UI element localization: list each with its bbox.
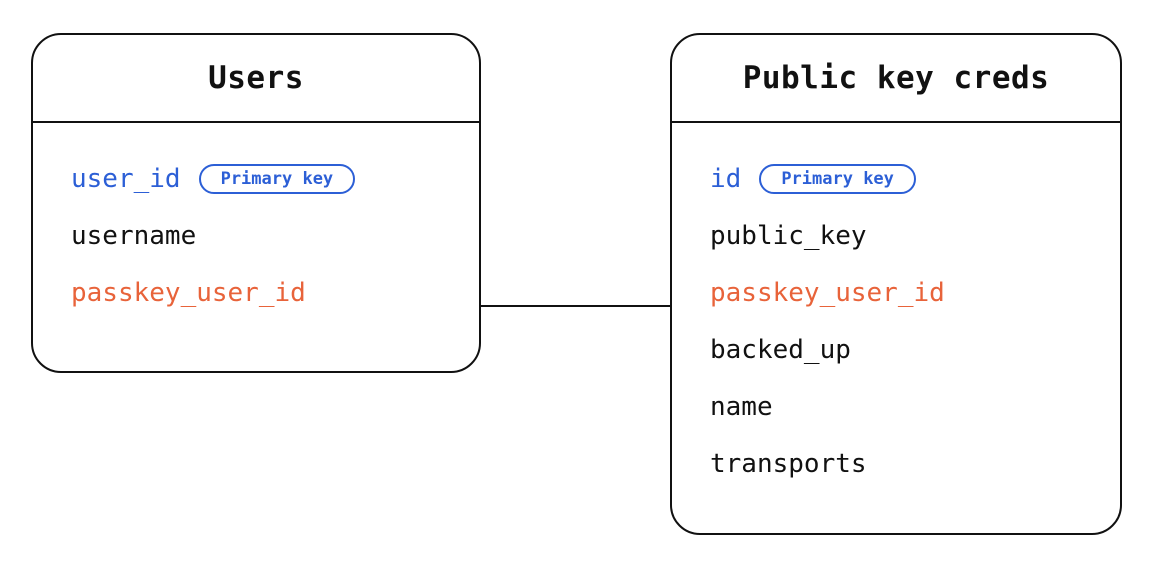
- field-row-public-key[interactable]: public_key: [710, 220, 1120, 252]
- field-row-id[interactable]: id Primary key: [710, 163, 1120, 195]
- entity-users-header: Users: [33, 35, 479, 123]
- field-row-username[interactable]: username: [71, 220, 479, 252]
- field-label-passkey-user-id: passkey_user_id: [71, 278, 306, 308]
- field-label-transports: transports: [710, 449, 867, 479]
- primary-key-badge: Primary key: [198, 164, 356, 194]
- primary-key-badge-label: Primary key: [781, 168, 894, 189]
- field-label-username: username: [71, 221, 197, 251]
- field-row-user-id[interactable]: user_id Primary key: [71, 163, 479, 195]
- entity-public-key-creds-header: Public key creds: [672, 35, 1120, 123]
- field-row-transports[interactable]: transports: [710, 448, 1120, 480]
- entity-public-key-creds[interactable]: Public key creds id Primary key public_k…: [670, 33, 1122, 535]
- field-label-backed-up: backed_up: [710, 335, 851, 365]
- field-row-name[interactable]: name: [710, 391, 1120, 423]
- field-label-passkey-user-id: passkey_user_id: [710, 278, 945, 308]
- entity-public-key-creds-field-list: id Primary key public_key passkey_user_i…: [672, 123, 1120, 480]
- relationship-connector-line: [481, 305, 671, 307]
- entity-public-key-creds-title: Public key creds: [742, 60, 1050, 96]
- primary-key-badge-label: Primary key: [220, 168, 334, 189]
- field-row-passkey-user-id[interactable]: passkey_user_id: [710, 277, 1120, 309]
- field-label-id: id: [710, 164, 742, 194]
- field-label-name: name: [710, 392, 773, 422]
- primary-key-badge: Primary key: [759, 164, 916, 194]
- entity-users-field-list: user_id Primary key username passkey_use…: [33, 123, 479, 309]
- field-row-backed-up[interactable]: backed_up: [710, 334, 1120, 366]
- field-row-passkey-user-id[interactable]: passkey_user_id: [71, 277, 479, 309]
- entity-users-title: Users: [208, 60, 304, 96]
- field-label-user-id: user_id: [71, 164, 181, 194]
- entity-users[interactable]: Users user_id Primary key username passk…: [31, 33, 481, 373]
- field-label-public-key: public_key: [710, 221, 867, 251]
